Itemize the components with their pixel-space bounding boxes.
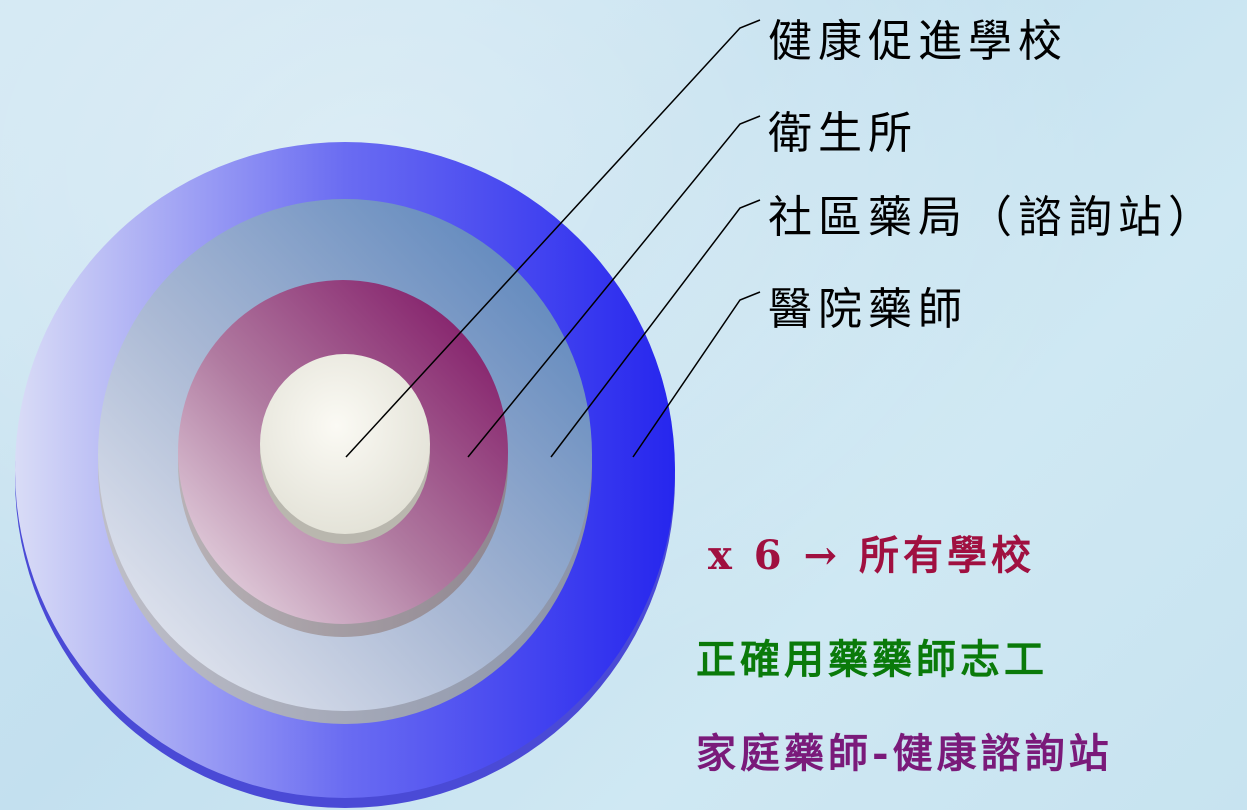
note-family-pharmacist: 家庭藥師-健康諮詢站 xyxy=(696,730,1113,777)
leader-line-center xyxy=(345,19,761,458)
note-multiplier: x 6 → xyxy=(708,532,842,579)
leader-line-third-ring xyxy=(467,115,761,458)
label-community-pharmacy: 社區藥局（諮詢站） xyxy=(768,192,1218,243)
label-hospital-pharmacist: 醫院藥師 xyxy=(768,284,968,335)
note-all-schools-text: 所有學校 xyxy=(858,532,1035,579)
center-disc xyxy=(260,354,430,534)
leader-line-outer-ring xyxy=(632,291,761,458)
label-health-station: 衛生所 xyxy=(768,108,918,159)
label-health-promoting-school: 健康促進學校 xyxy=(768,16,1068,67)
leader-line-second-ring xyxy=(550,199,761,458)
note-all-schools: x 6 → 所有學校 xyxy=(708,536,1035,576)
note-pharmacist-volunteers: 正確用藥藥師志工 xyxy=(696,636,1048,683)
